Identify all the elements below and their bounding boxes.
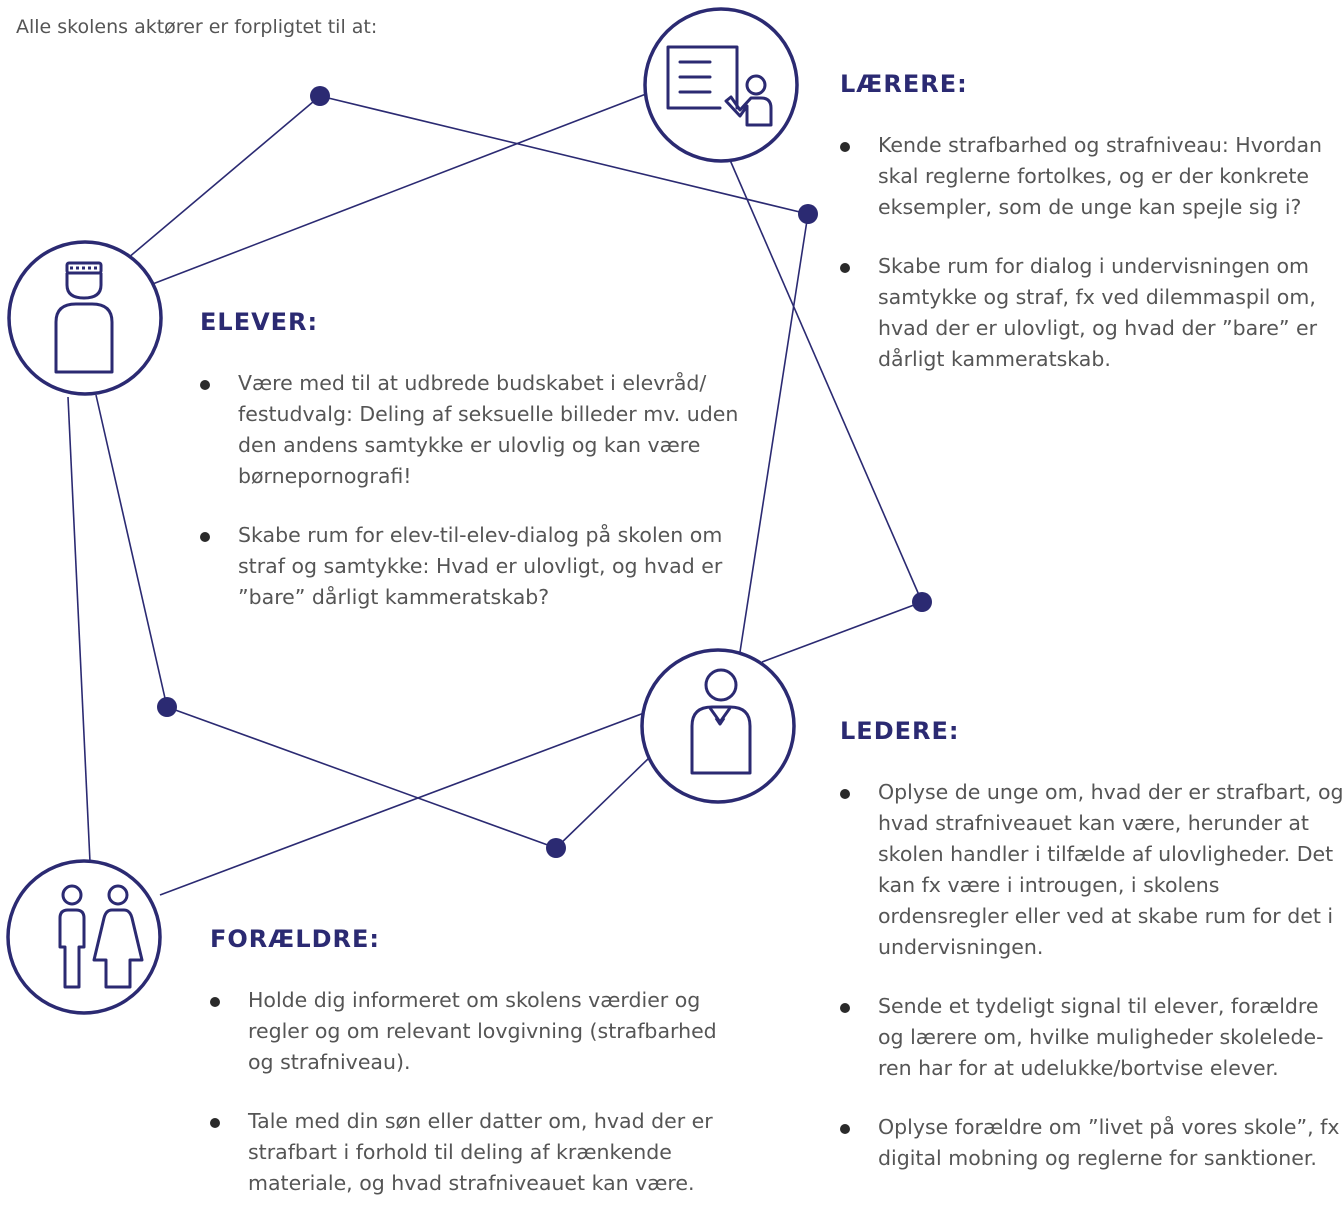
connector-line [729,159,923,603]
list-item: Tale med din søn eller datter om, hvad d… [210,1106,740,1199]
connector-line [761,601,923,663]
connector-line [127,95,321,259]
bullet-list: Kende strafbarhed og strafniveau: Hvorda… [840,130,1344,375]
list-item: Holde dig informeret om skolens værdier … [210,985,740,1078]
network-node [912,592,932,612]
bullet-list: Holde dig informeret om skolens værdier … [210,985,740,1199]
connector-line [319,95,809,215]
connector-line [67,396,91,863]
connector-line [166,706,557,849]
connector-line [95,394,168,708]
network-node [798,204,818,224]
leader-icon [640,648,796,804]
network-node [157,697,177,717]
network-node [546,838,566,858]
list-item: Skabe rum for dialog i undervisningen om… [840,251,1344,375]
student-cap-icon [7,240,163,396]
section-heading-laerere: LÆRERE: [840,70,968,98]
bullet-list: Oplyse de unge om, hvad der er strafbart… [840,777,1344,1174]
network-diagram [6,7,932,1015]
section-heading-elever: ELEVER: [200,308,319,336]
list-item: Være med til at udbrede budskabet i elev… [200,368,740,492]
teacher-board-icon [643,7,799,163]
connector-line [159,712,645,896]
section-foraeldre: FORÆLDRE: Holde dig informeret om skolen… [210,925,740,1227]
network-node [310,86,330,106]
intro-text: Alle skolens aktører er forpligtet til a… [16,16,378,38]
list-item: Skabe rum for elev-til-elev-dialog på sk… [200,520,740,613]
list-item: Oplyse de unge om, hvad der er strafbart… [840,777,1344,963]
list-item: Kende strafbarhed og strafniveau: Hvorda… [840,130,1344,223]
section-heading-ledere: LEDERE: [840,717,960,745]
connector-line [555,756,651,849]
section-ledere: LEDERE: Oplyse de unge om, hvad der er s… [840,717,1344,1202]
section-heading-foraeldre: FORÆLDRE: [210,925,381,953]
section-laerere: LÆRERE: Kende strafbarhed og strafniveau… [840,70,1344,403]
connector-line [149,93,647,286]
list-item: Sende et tydeligt signal til elever, for… [840,991,1344,1084]
connector-line [739,213,809,653]
list-item: Oplyse forældre om ”livet på vores skole… [840,1112,1344,1174]
section-elever: ELEVER: Være med til at udbrede budskabe… [200,308,740,641]
bullet-list: Være med til at udbrede budskabet i elev… [200,368,740,613]
parents-icon [6,859,162,1015]
